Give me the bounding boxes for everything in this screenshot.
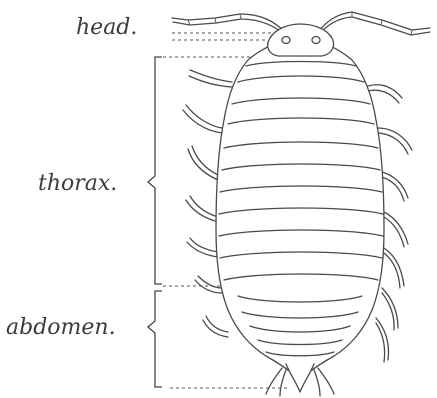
thorax-brace bbox=[148, 57, 162, 284]
abdomen-label: abdomen. bbox=[6, 315, 116, 340]
head-label: head. bbox=[76, 15, 137, 40]
body-outline bbox=[216, 38, 384, 380]
thorax-label: thorax. bbox=[38, 171, 117, 196]
tail bbox=[266, 364, 334, 396]
woodlouse-illustration bbox=[172, 12, 430, 396]
abdomen-brace bbox=[148, 291, 162, 387]
